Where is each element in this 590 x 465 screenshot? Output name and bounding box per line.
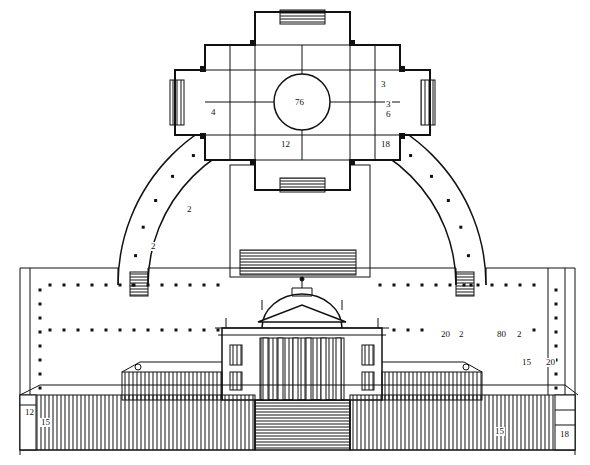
callout-number: 18: [559, 430, 570, 439]
callout-number: 12: [280, 140, 291, 149]
callout-number: 20: [440, 330, 451, 339]
callout-number: 76: [294, 98, 305, 107]
callout-number: 15: [494, 427, 505, 436]
callout-number: 18: [380, 140, 391, 149]
callout-number: 3: [380, 80, 387, 89]
callout-number: 4: [210, 108, 217, 117]
callout-number: 2: [186, 205, 193, 214]
callout-number: 20: [545, 358, 556, 367]
callout-number: 2: [458, 330, 465, 339]
callout-number: 12: [24, 408, 35, 417]
callout-number: 2: [516, 330, 523, 339]
callout-number: 6: [385, 110, 392, 119]
callout-number: 3: [385, 100, 392, 109]
callout-number: 80: [496, 330, 507, 339]
callout-number: 2: [150, 242, 157, 251]
callout-number: 15: [40, 418, 51, 427]
callout-number: 15: [521, 358, 532, 367]
